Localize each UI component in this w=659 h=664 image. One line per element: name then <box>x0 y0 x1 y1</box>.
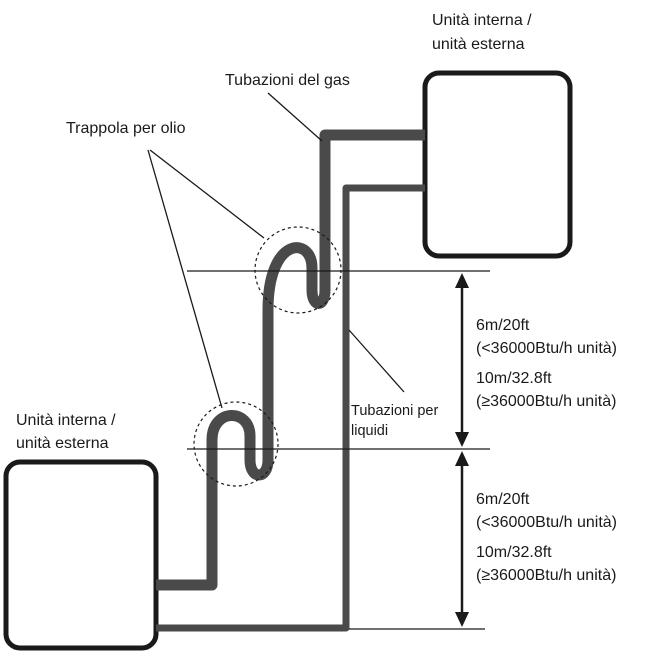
upper-span-line3: 10m/32.8ft <box>476 370 552 387</box>
lower-span-line2: (<36000Btu/h unità) <box>476 514 617 531</box>
lower-span-line3: 10m/32.8ft <box>476 544 552 561</box>
gas-pipe-leader <box>267 92 323 142</box>
upper-span-line1: 6m/20ft <box>476 317 530 334</box>
oil-trap-circle-lower <box>193 401 279 487</box>
liquid-pipe <box>156 184 425 632</box>
lower-dimension-arrow <box>455 451 469 627</box>
liquid-pipe-label-line1: Tubazioni per <box>351 403 438 419</box>
liquid-pipe-label-line2: liquidi <box>351 423 388 439</box>
top-unit-label-line2: unità esterna <box>432 36 525 53</box>
oil-trap-leader-lower <box>147 149 223 409</box>
upper-span-line4: (≥36000Btu/h unità) <box>476 393 616 410</box>
top-unit-box <box>422 70 573 259</box>
upper-span-line2: (<36000Btu/h unità) <box>476 340 617 357</box>
bottom-unit-box <box>3 459 159 651</box>
gas-pipe-label: Tubazioni del gas <box>225 72 350 89</box>
oil-trap-label: Trappola per olio <box>66 120 186 137</box>
oil-trap-circle-upper <box>254 226 342 314</box>
gas-pipe <box>156 129 425 591</box>
bottom-unit-label-line1: Unità interna / <box>16 412 116 429</box>
lower-span-line4: (≥36000Btu/h unità) <box>476 567 616 584</box>
liquid-pipe-leader <box>348 329 405 393</box>
oil-trap-leader-upper <box>149 149 265 239</box>
top-unit-label-line1: Unità interna / <box>432 12 532 29</box>
upper-dimension-arrow <box>455 273 469 447</box>
bottom-unit-label-line2: unità esterna <box>16 435 109 452</box>
lower-span-line1: 6m/20ft <box>476 491 530 508</box>
